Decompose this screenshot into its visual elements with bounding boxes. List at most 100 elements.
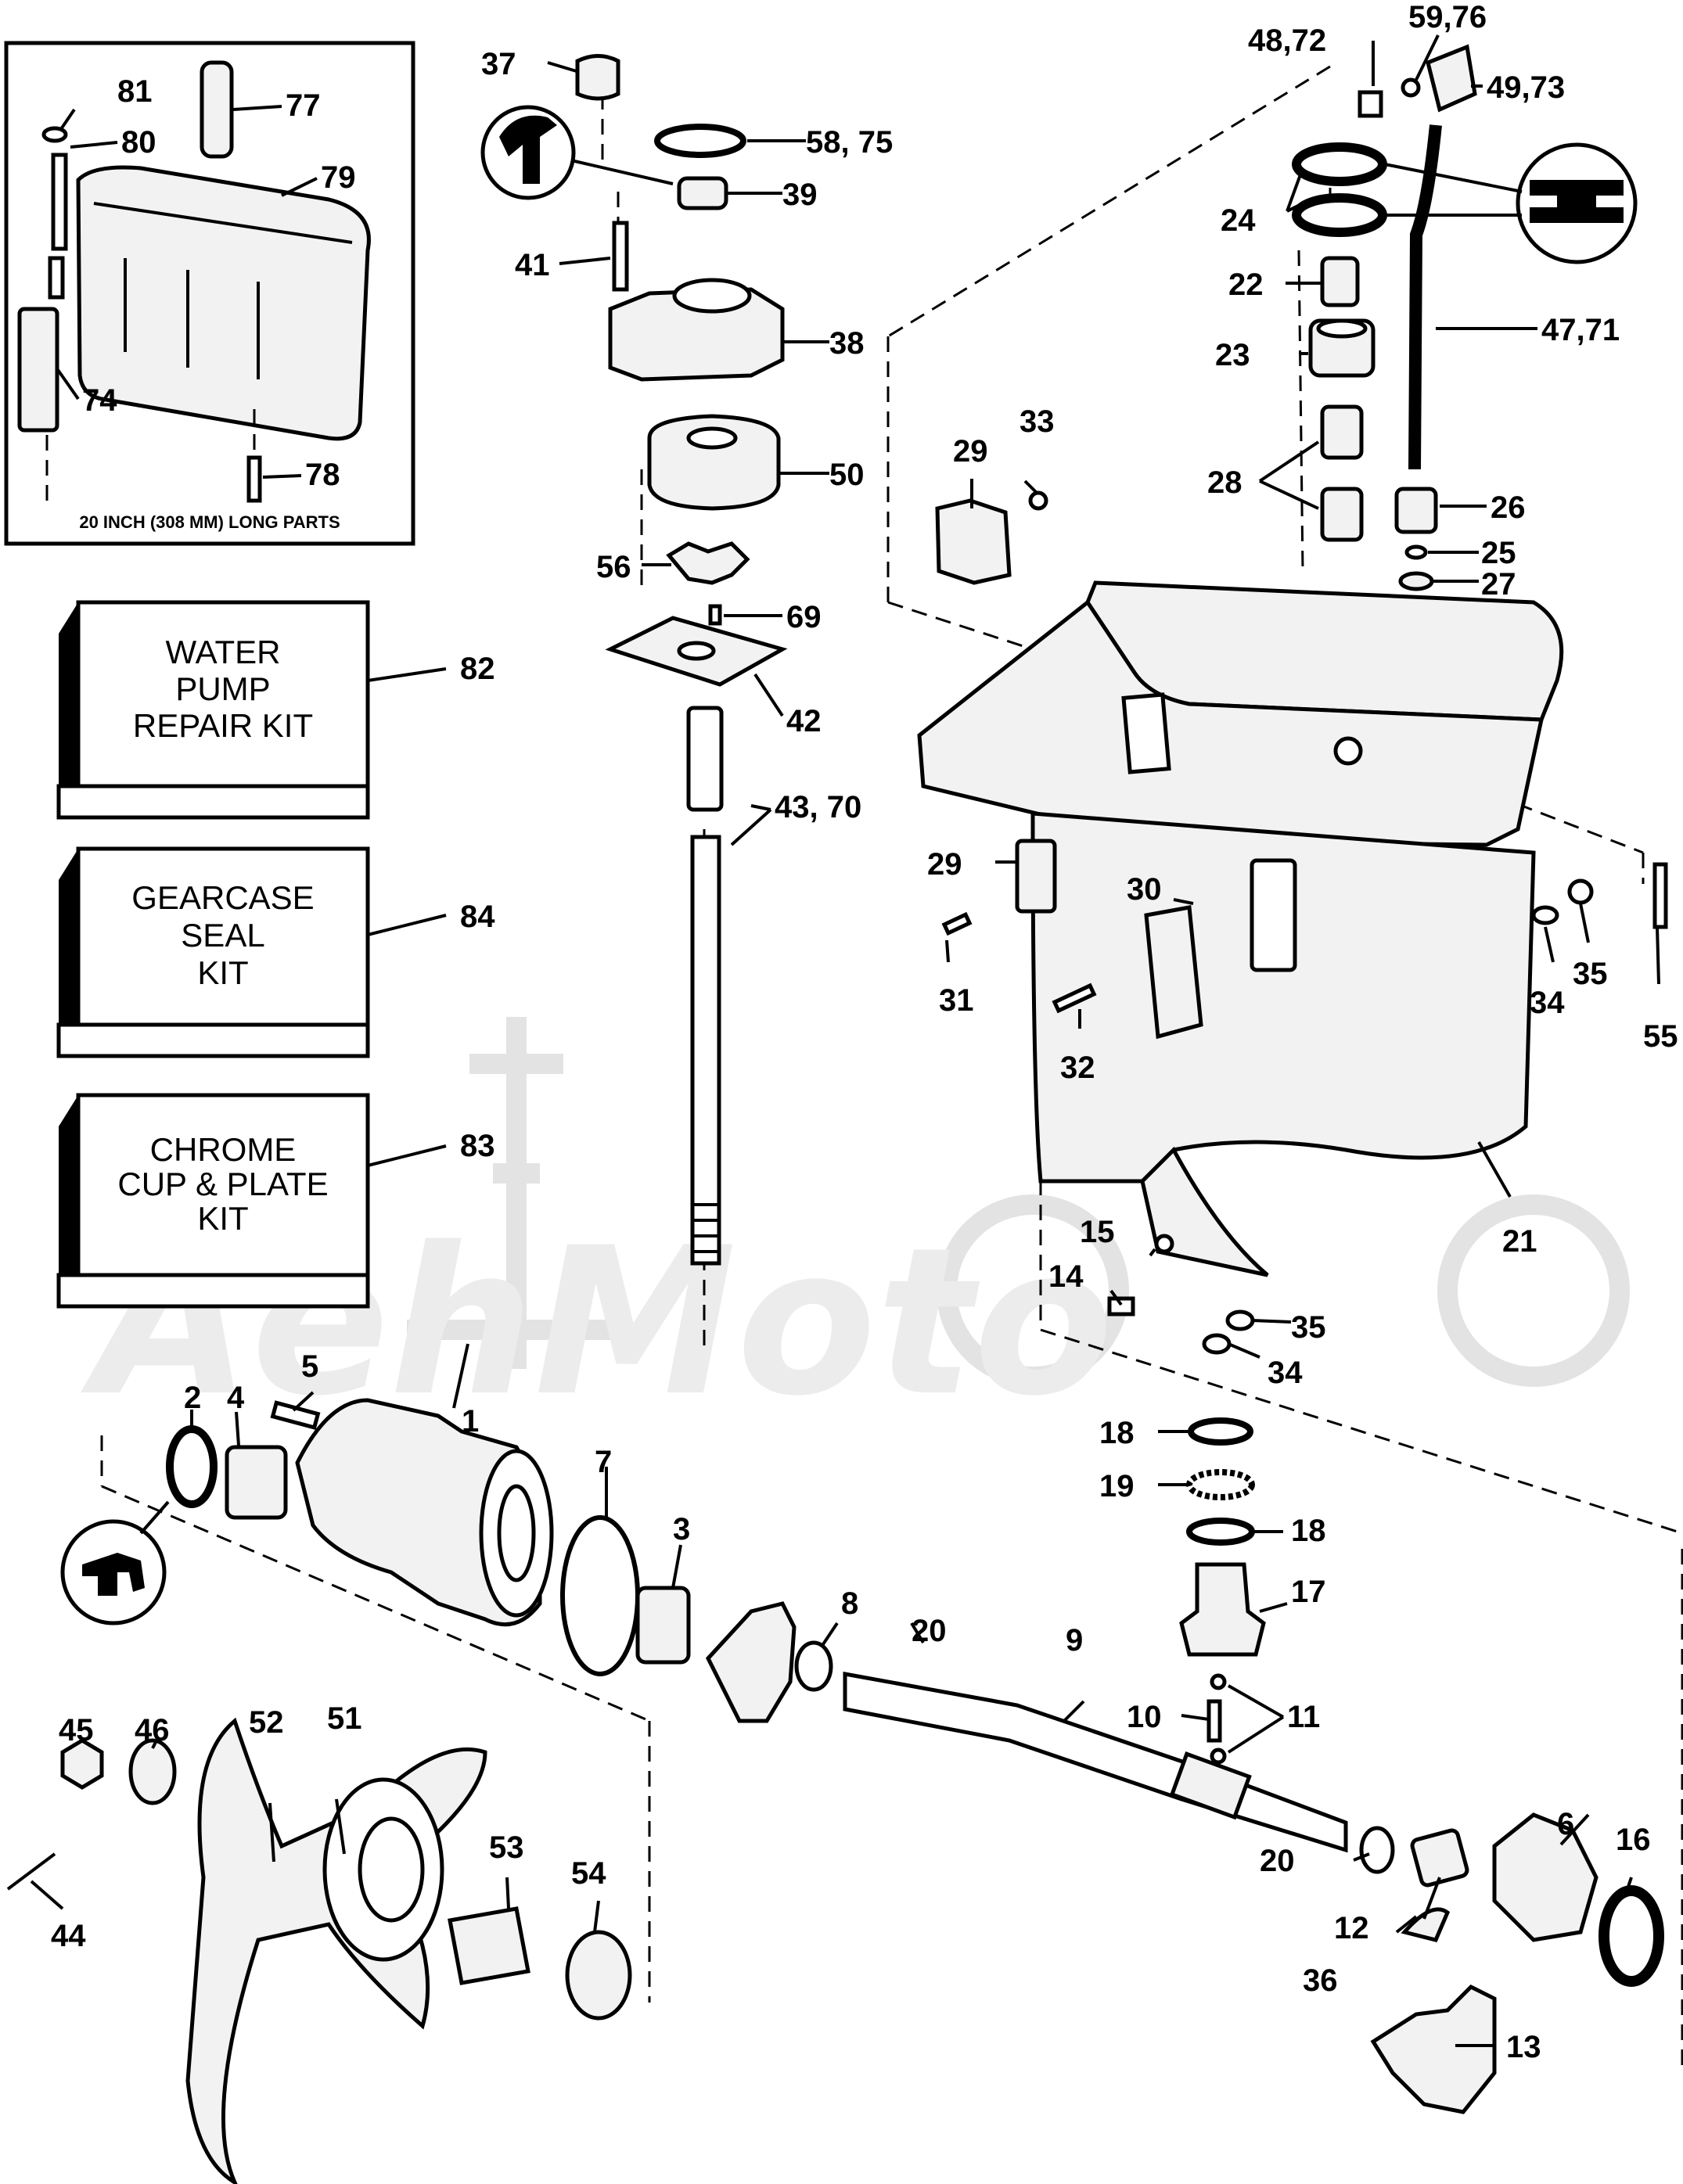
kit-gearcase-seal: GEARCASE SEAL KIT 84 [56,846,495,1058]
label-23: 23 [1215,338,1250,372]
label-32: 32 [1060,1051,1095,1085]
inset-caption: 20 INCH (308 MM) LONG PARTS [79,512,340,532]
label-47-71: 47,71 [1541,313,1620,347]
washer-18a [1188,1417,1253,1446]
label-35b: 35 [1291,1310,1326,1345]
kit-line: REPAIR KIT [133,707,313,744]
shift-rod-assembly: 48,72 59,76 49,73 24 22 23 47,71 28 26 2… [887,0,1638,602]
label-79: 79 [321,160,356,195]
gearcase-housing-21: 29 33 29 30 31 32 34 35 55 21 15 14 35 3… [886,336,1683,1535]
label-51: 51 [327,1701,362,1736]
label-20a: 20 [912,1614,947,1648]
label-33: 33 [1020,404,1055,439]
label-4: 4 [227,1381,245,1415]
drive-shaft-upper [686,706,724,812]
label-25: 25 [1481,536,1516,570]
impeller-cup-50 [647,414,781,511]
label-8: 8 [841,1586,858,1621]
label-9: 9 [1066,1623,1083,1658]
bearing-3 [635,1586,691,1665]
bearing-16 [1598,1885,1664,1987]
label-37: 37 [481,47,516,81]
label-46: 46 [135,1713,170,1748]
bolt-41 [612,221,629,292]
bushing-26 [1394,487,1438,534]
label-18b: 18 [1291,1514,1326,1548]
label-3: 3 [673,1512,690,1546]
label-20b: 20 [1260,1844,1295,1878]
prop-shaft-9 [843,1672,1348,1853]
label-21: 21 [1502,1224,1537,1259]
label-22: 22 [1228,268,1264,302]
label-1: 1 [462,1404,479,1439]
gear-6 [1492,1812,1598,1942]
label-77: 77 [286,88,321,123]
label-52: 52 [249,1705,284,1740]
propeller-shaft-assembly: 2 4 5 1 7 3 8 20 9 18 19 18 17 10 11 45 … [6,1343,1683,2184]
kit-water-pump: WATER PUMP REPAIR KIT 82 [56,600,495,820]
kit-line: PUMP [175,670,270,707]
kit-line: WATER [166,634,281,670]
anode-29-upper [935,498,1012,585]
bearing-4 [225,1445,288,1520]
label-53: 53 [489,1830,524,1865]
label-59-76: 59,76 [1408,0,1487,34]
label-78: 78 [305,458,340,492]
label-81: 81 [117,74,153,109]
label-14: 14 [1048,1259,1084,1294]
label-54: 54 [571,1856,606,1891]
label-43-70: 43, 70 [775,790,861,824]
pinion-17 [1179,1562,1266,1657]
label-56: 56 [596,550,631,584]
label-10: 10 [1127,1700,1162,1734]
label-24: 24 [1221,203,1256,238]
label-39: 39 [782,178,818,212]
label-84: 84 [460,900,495,934]
label-11: 11 [1287,1700,1320,1734]
label-82: 82 [460,652,495,686]
plate-29-lower [1015,839,1057,914]
label-26: 26 [1491,490,1526,525]
seal-39 [677,176,728,210]
label-74: 74 [82,383,117,418]
propeller-51 [185,1717,487,2184]
label-29a: 29 [953,434,988,469]
trim-tab-30 [1144,905,1203,1040]
label-44: 44 [51,1919,86,1953]
label-80: 80 [121,125,156,160]
label-19: 19 [1099,1469,1135,1503]
shift-cradle-13 [1370,1984,1497,2114]
bearing-22 [1320,256,1360,307]
kit-line: CUP & PLATE [117,1166,328,1202]
water-tube-77 [200,60,234,159]
screw-48 [1358,90,1383,118]
label-30: 30 [1127,872,1162,907]
thrust-bearing-19 [1186,1469,1255,1500]
impeller-56 [666,541,750,585]
inset-long-parts: 20 INCH (308 MM) LONG PARTS 81 77 80 79 … [4,41,415,546]
label-36: 36 [1303,1963,1338,1998]
bushing-53 [448,1906,530,1985]
gear-8 [705,1601,797,1723]
label-16: 16 [1616,1823,1651,1857]
kit-line: GEARCASE [131,879,314,916]
label-6: 6 [1557,1807,1574,1841]
label-15: 15 [1080,1215,1115,1249]
label-29b: 29 [927,847,962,882]
label-17: 17 [1291,1575,1326,1609]
kit-line: KIT [197,1200,248,1237]
o-ring-7 [560,1515,640,1676]
kit-line: KIT [197,954,248,991]
kit-chrome-cup-plate: CHROME CUP & PLATE KIT 83 [56,1093,495,1309]
shift-rod-47 [1408,124,1442,470]
o-ring-58 [654,124,746,158]
bearing-housing-1 [295,1398,542,1627]
label-42: 42 [786,704,822,738]
label-55: 55 [1643,1019,1678,1054]
clutch-dog-12 [1410,1828,1469,1888]
seal-2 [166,1425,218,1508]
nut-45 [60,1738,104,1790]
label-7: 7 [595,1445,612,1479]
seal-24 [1292,142,1387,186]
